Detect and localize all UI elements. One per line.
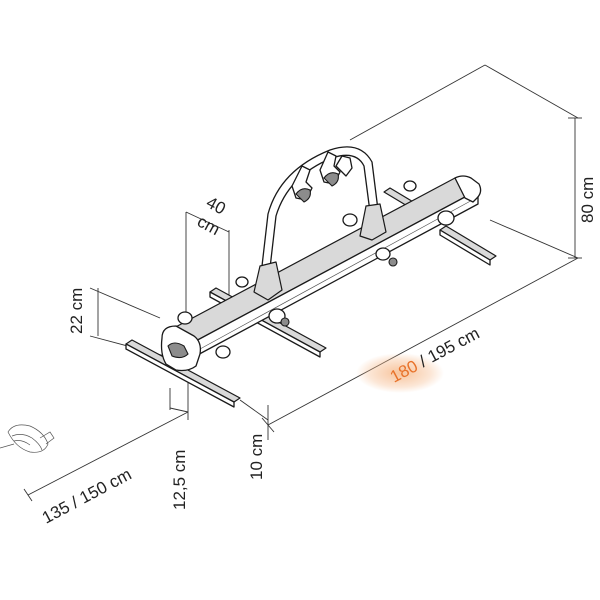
caravan-drawbar-icon (0, 424, 55, 453)
knobs (177, 180, 455, 359)
rail-3 (439, 225, 497, 266)
upright-arch (253, 146, 387, 301)
bike-clamps (291, 151, 353, 203)
length-highlight-glow (356, 353, 444, 393)
label-mount-height-1: 22 cm (67, 288, 86, 334)
main-beam (160, 175, 482, 372)
label-length-rest: / 195 cm (412, 324, 483, 374)
label-width: 135 / 150 cm (39, 465, 135, 528)
label-rail-offset: 10 cm (247, 434, 266, 480)
bike-carrier-drawing (125, 146, 497, 408)
label-mount-height-2: 12,5 cm (170, 450, 189, 510)
label-height-total: 80 cm (578, 177, 597, 223)
